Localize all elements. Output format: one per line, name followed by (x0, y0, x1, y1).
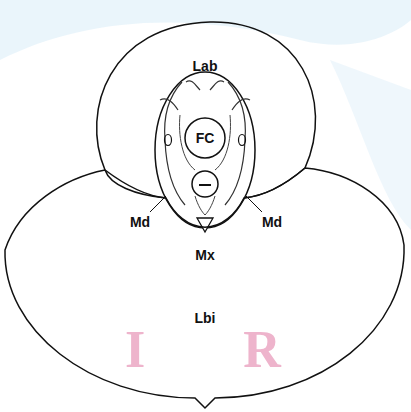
maxilla-tip (197, 218, 213, 232)
part-label: Lab (193, 59, 218, 73)
labrum-outline-path (97, 22, 316, 198)
part-label: Lbi (195, 311, 216, 325)
nerve-canal (239, 135, 246, 146)
salivary-canal (192, 171, 218, 197)
labium-outline: Lbi (0, 160, 411, 412)
watermark-letter: I (125, 324, 145, 376)
food-canal-circle (185, 118, 225, 158)
salivary-canal-mark (199, 184, 211, 186)
nerve-canal (165, 135, 172, 146)
watermark-swoosh (330, 60, 411, 230)
leader-line (246, 196, 262, 212)
part-label: Md (130, 215, 150, 229)
labrum-outline: Lab (95, 15, 340, 205)
part-label: FC (196, 131, 215, 145)
labium-outline-path (5, 168, 404, 408)
maxilla-stylet (180, 115, 231, 215)
food-canal: FC (184, 117, 226, 159)
watermark-letter: R (243, 324, 281, 376)
part-label: Mx (195, 248, 214, 262)
mandible-stylet (165, 82, 246, 205)
labrum-outline-shape (95, 15, 340, 205)
watermark-swoosh (0, 0, 411, 60)
labium-outline-shape (0, 160, 411, 412)
stylet-hook (160, 81, 250, 110)
part-label: Md (262, 215, 282, 229)
